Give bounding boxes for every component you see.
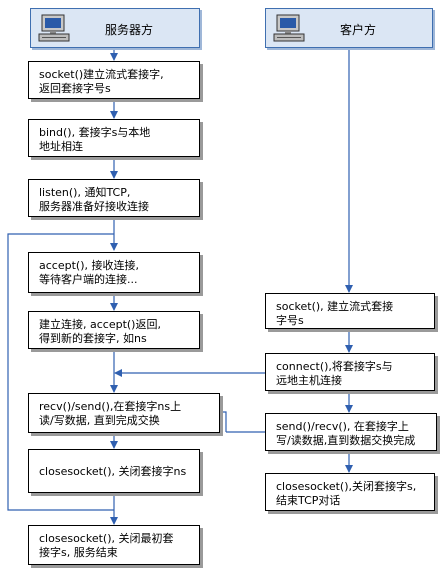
loop-back-line xyxy=(7,233,114,511)
server-step-listen: listen(), 通知TCP, 服务器准备好接收连接 xyxy=(28,179,200,217)
computer-icon xyxy=(38,14,70,42)
client-header: 客户方 xyxy=(265,8,433,48)
client-step-connect: connect(),将套接字s与 远地主机连接 xyxy=(265,353,435,391)
client-step-socket: socket(), 建立流式套接 字号s xyxy=(265,293,435,329)
server-step-connected: 建立连接, accept()返回, 得到新的套接字, 如ns xyxy=(28,311,200,349)
server-header: 服务器方 xyxy=(30,8,200,48)
computer-icon xyxy=(273,14,305,42)
client-step-close: closesocket(),关闭套接字s, 结束TCP对话 xyxy=(265,473,435,511)
server-step-accept: accept(), 接收连接, 等待客户端的连接... xyxy=(28,252,200,293)
server-step-close-ns: closesocket(), 关闭套接字ns xyxy=(28,449,200,493)
client-header-label: 客户方 xyxy=(340,23,377,37)
server-step-recv-send: recv()/send(),在套接字ns上 读/写数据, 直到完成交换 xyxy=(28,393,220,433)
server-header-label: 服务器方 xyxy=(105,23,154,37)
arrow-client-send-to-server-recv-2 xyxy=(221,411,227,432)
client-step-send-recv: send()/recv(), 在套接字上 写/读数据,直到数据交换完成 xyxy=(265,413,437,451)
server-step-close-s: closesocket(), 关闭最初套 接字s, 服务结束 xyxy=(28,525,200,565)
server-step-socket: socket()建立流式套接字, 返回套接字号s xyxy=(28,61,200,99)
server-step-bind: bind(), 套接字s与本地 地址相连 xyxy=(28,119,200,157)
